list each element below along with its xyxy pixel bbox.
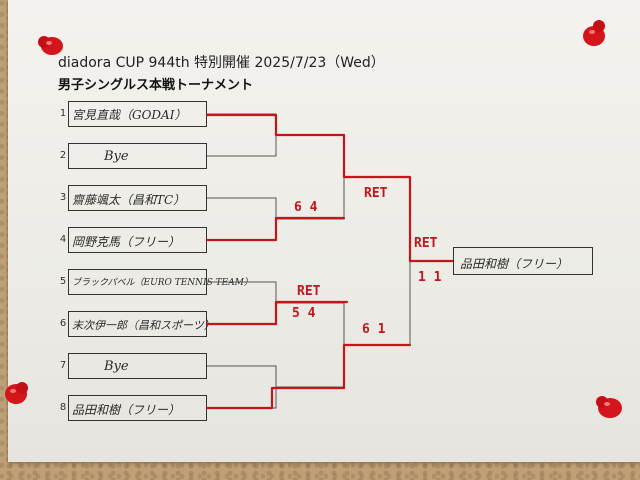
player-name: 末次伊一郎（昌和スポーツ）: [72, 319, 215, 332]
entry-box: [68, 353, 207, 379]
entry-box: [68, 143, 207, 169]
player-name: 品田和樹（フリー）: [72, 403, 181, 417]
entry-number: 5: [59, 276, 67, 287]
entry-number: 2: [59, 150, 67, 161]
pushpin-icon: [5, 382, 28, 404]
entry-number: 6: [59, 318, 67, 329]
score: 6 4: [294, 200, 318, 215]
entry-number: 8: [59, 402, 67, 413]
event-title: diadora CUP 944th 特別開催 2025/7/23（Wed）: [58, 55, 385, 71]
player-name: ブラックパベル（EURO TENNIS TEAM）: [72, 278, 253, 288]
entry-number: 3: [59, 192, 67, 203]
entry-number: 1: [59, 108, 67, 119]
entry-number: 7: [59, 360, 67, 371]
ret-mark: RET: [364, 186, 388, 201]
winner-path: [205, 343, 412, 410]
entry-box: [68, 185, 207, 211]
bracket-sheet: [8, 0, 640, 462]
champion-name: 品田和樹（フリー）: [460, 257, 569, 271]
winner-path: [205, 113, 455, 263]
score: 1 1: [418, 270, 442, 285]
winner-path: [205, 300, 349, 326]
winner-path: [205, 216, 346, 242]
champion-box: [453, 247, 593, 275]
pushpin-icon: [596, 396, 622, 418]
player-name: 齋藤颯太（昌和TC）: [72, 193, 186, 207]
player-name: 宮見直哉（GODAI）: [72, 108, 187, 122]
entry-number: 4: [59, 234, 67, 245]
ret-mark: RET: [297, 284, 321, 299]
score: 5 4: [292, 306, 316, 321]
ret-mark: RET: [414, 236, 438, 251]
player-name: Bye: [104, 359, 129, 374]
pushpin-icon: [583, 20, 605, 46]
score: 6 1: [362, 322, 386, 337]
player-name: Bye: [104, 149, 129, 164]
draw-title: 男子シングルス本戦トーナメント: [58, 78, 254, 93]
entry-box: [68, 101, 207, 127]
player-name: 岡野克馬（フリー）: [72, 235, 181, 249]
pushpin-icon: [38, 36, 63, 55]
entry-box: [68, 269, 207, 295]
